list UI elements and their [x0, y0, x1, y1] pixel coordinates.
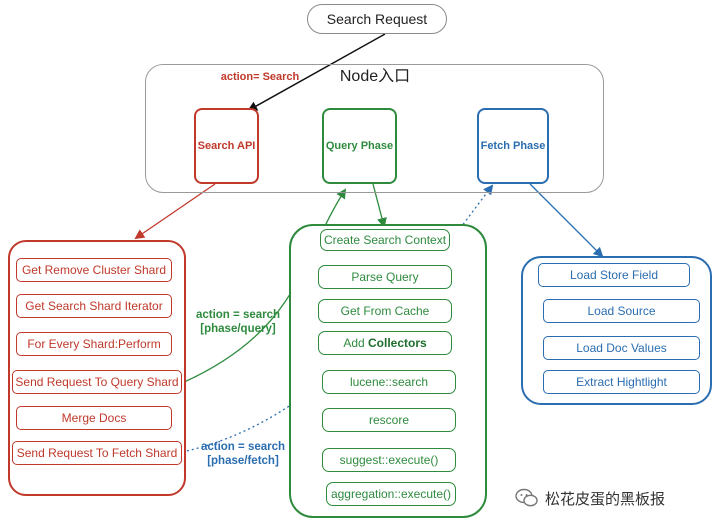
step-label: rescore [368, 413, 409, 427]
step-label: lucene::search [349, 375, 429, 389]
step-label: Load Source [587, 304, 656, 318]
fetch-action-line2: [phase/fetch] [207, 455, 279, 467]
step-send-request-fetch-shard: Send Request To Fetch Shard [12, 441, 182, 465]
step-label: Get From Cache [340, 304, 430, 318]
query-action-line1: action = search [195, 309, 281, 321]
step-load-store-field: Load Store Field [538, 263, 690, 287]
search-api-to-steps-arrow [134, 183, 216, 240]
query-action-line2: [phase/query] [200, 323, 276, 335]
step-extract-highlight: Extract Hightlight [543, 370, 700, 394]
search-request-label: Search Request [326, 11, 428, 27]
step-parse-query: Parse Query [318, 265, 452, 289]
step-label: Get Remove Cluster Shard [21, 263, 167, 277]
fetch-phase-label: Fetch Phase [480, 140, 546, 152]
wechat-icon [515, 488, 538, 507]
query-phase-to-steps-arrow [372, 183, 387, 228]
step-label: Send Request To Query Shard [15, 375, 179, 389]
step-label: Extract Hightlight [576, 375, 667, 389]
fetch-phase-to-steps-arrow [529, 183, 604, 258]
step-suggest-execute: suggest::execute() [322, 448, 456, 472]
step-aggregation-execute: aggregation::execute() [326, 482, 456, 506]
step-label: Load Doc Values [576, 341, 667, 355]
step-get-remove-cluster-shard: Get Remove Cluster Shard [16, 258, 172, 282]
step-send-request-query-shard: Send Request To Query Shard [12, 370, 182, 394]
step-label: suggest::execute() [339, 453, 439, 467]
step-get-search-shard-iterator: Get Search Shard Iterator [16, 294, 172, 318]
query-action-label: action = search [phase/query] [188, 308, 288, 336]
step-lucene-search: lucene::search [322, 370, 456, 394]
step-create-search-context: Create Search Context [320, 229, 450, 251]
step-add-collectors: Add Collectors [318, 331, 452, 355]
node-entry-container [145, 64, 604, 193]
search-api-node: Search API [194, 108, 259, 184]
step-label: For Every Shard:Perform [27, 337, 161, 351]
search-request-node: Search Request [307, 4, 447, 34]
step-label: Create Search Context [323, 233, 447, 247]
step-merge-docs: Merge Docs [16, 406, 172, 430]
add-collectors-bold: Collectors [368, 336, 427, 350]
fetch-action-label: action = search [phase/fetch] [193, 440, 293, 468]
step-label: Get Search Shard Iterator [25, 299, 163, 313]
step-load-doc-values: Load Doc Values [543, 336, 700, 360]
watermark-text: 松花皮蛋的黑板报 [545, 490, 666, 508]
query-phase-node: Query Phase [322, 108, 397, 184]
step-rescore: rescore [322, 408, 456, 432]
query-phase-label: Query Phase [325, 140, 394, 152]
fetch-phase-node: Fetch Phase [477, 108, 549, 184]
step-label: Parse Query [351, 270, 419, 284]
search-api-label: Search API [197, 140, 256, 152]
step-get-from-cache: Get From Cache [318, 299, 452, 323]
node-title: Node入口 [339, 68, 411, 85]
step-label: Send Request To Fetch Shard [16, 446, 178, 460]
action-search-label: action= Search [220, 71, 300, 83]
fetch-action-line1: action = search [200, 441, 286, 453]
add-collectors-prefix: Add [343, 336, 368, 350]
step-label: Merge Docs [61, 411, 127, 425]
step-label: aggregation::execute() [330, 487, 452, 501]
request-to-search-api-arrow [247, 33, 386, 111]
watermark: 松花皮蛋的黑板报 [515, 486, 715, 510]
step-label: Load Store Field [569, 268, 659, 282]
step-for-every-shard: For Every Shard:Perform [16, 332, 172, 356]
step-load-source: Load Source [543, 299, 700, 323]
